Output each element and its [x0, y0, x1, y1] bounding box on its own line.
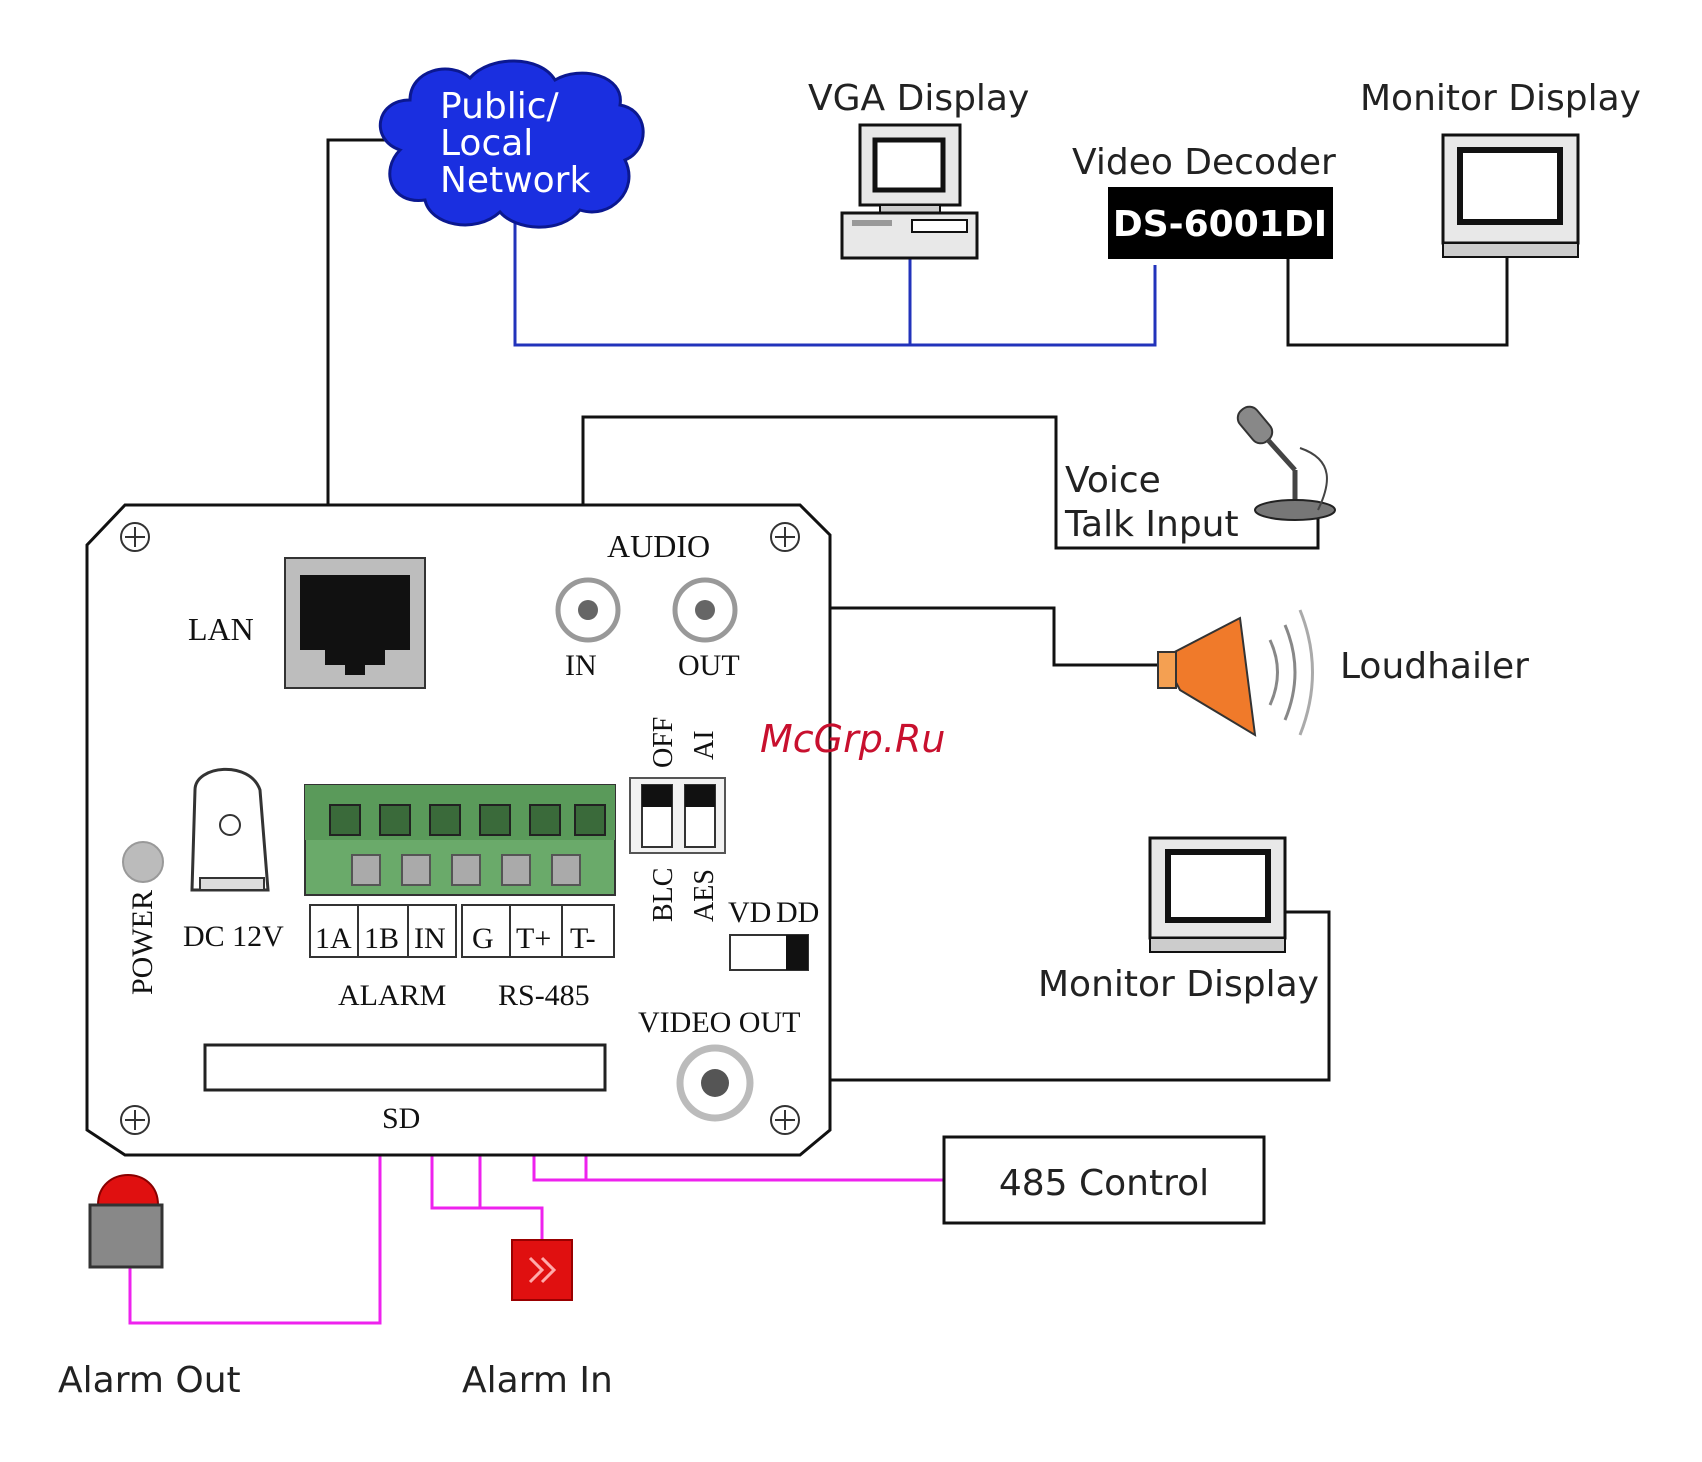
terminal-labels — [310, 905, 614, 957]
alarm-in-label: Alarm In — [462, 1360, 613, 1401]
audio-in-jack[interactable] — [558, 580, 618, 640]
rs485-group-label: RS-485 — [498, 979, 590, 1012]
terminal-in[interactable]: IN — [414, 922, 446, 955]
voice-label-2: Talk Input — [1064, 504, 1239, 545]
network-label-1: Public/ — [440, 86, 560, 127]
network-wires — [515, 205, 1155, 345]
vga-display-label: VGA Display — [808, 78, 1029, 119]
lan-label: LAN — [188, 611, 254, 647]
lan-port[interactable] — [285, 558, 425, 688]
vd-label: VD — [728, 896, 771, 929]
vga-display: VGA Display — [808, 78, 1029, 258]
voice-label-1: Voice — [1065, 460, 1161, 501]
terminal-g[interactable]: G — [472, 922, 494, 955]
decoder-model: DS-6001DI — [1113, 204, 1327, 245]
monitor-display-top: Monitor Display — [1360, 78, 1641, 257]
power-label: POWER — [126, 890, 159, 995]
audio-in-label: IN — [565, 649, 597, 682]
microphone-icon — [1234, 403, 1335, 520]
alarm-sensor-icon — [512, 1240, 572, 1300]
switch-off-label: OFF — [648, 717, 679, 768]
watermark: McGrp.Ru — [760, 717, 945, 761]
alarm-out: Alarm Out — [58, 1175, 241, 1401]
audio-out-label: OUT — [678, 649, 740, 682]
video-decoder: Video Decoder DS-6001DI — [1072, 142, 1336, 259]
switch-blc-label: BLC — [648, 868, 679, 922]
dc-label: DC 12V — [183, 920, 284, 953]
desktop-computer-icon — [842, 125, 977, 258]
terminal-t-plus[interactable]: T+ — [516, 922, 551, 955]
video-decoder-label: Video Decoder — [1072, 142, 1336, 183]
screw-icon — [121, 523, 149, 551]
network-label-3: Network — [440, 160, 590, 201]
video-out-jack[interactable] — [680, 1048, 750, 1118]
network-label-2: Local — [440, 123, 533, 164]
terminal-1a[interactable]: 1A — [315, 922, 352, 955]
terminal-1b[interactable]: 1B — [364, 922, 399, 955]
dip-switch[interactable] — [630, 778, 725, 853]
loudhailer-icon — [1158, 610, 1313, 735]
switch-aes-label: AES — [689, 869, 720, 922]
sd-label: SD — [382, 1102, 420, 1135]
monitor-display-right: Monitor Display — [1038, 838, 1319, 1005]
video-out-label: VIDEO OUT — [638, 1006, 800, 1039]
switch-ai-label: AI — [689, 730, 720, 760]
screw-icon — [771, 523, 799, 551]
siren-icon — [90, 1175, 162, 1267]
network-cloud: Public/ Local Network — [380, 61, 643, 227]
terminal-t-minus[interactable]: T- — [570, 922, 596, 955]
terminal-block — [305, 785, 615, 895]
audio-label: AUDIO — [607, 528, 710, 564]
vd-dd-switch[interactable] — [730, 935, 808, 970]
sd-slot[interactable] — [205, 1045, 605, 1090]
audio-out-jack[interactable] — [675, 580, 735, 640]
screw-icon — [771, 1106, 799, 1134]
dc-power-jack[interactable] — [192, 769, 268, 890]
loudhailer-label: Loudhailer — [1340, 646, 1529, 687]
loudhailer: Loudhailer — [1158, 610, 1529, 735]
alarm-group-label: ALARM — [338, 979, 446, 1012]
screw-icon — [121, 1106, 149, 1134]
voice-talk-input: Voice Talk Input — [1064, 403, 1335, 545]
rs485-control: 485 Control — [944, 1137, 1264, 1223]
monitor-icon — [1443, 135, 1578, 257]
power-led — [123, 842, 163, 882]
monitor-top-label: Monitor Display — [1360, 78, 1641, 119]
alarm-out-label: Alarm Out — [58, 1360, 241, 1401]
control-485-label: 485 Control — [999, 1163, 1209, 1204]
alarm-in: Alarm In — [462, 1240, 613, 1401]
camera-back-panel: LAN AUDIO IN OUT OFF AI BLC AES V — [87, 505, 830, 1155]
monitor-right-label: Monitor Display — [1038, 964, 1319, 1005]
dd-label: DD — [776, 896, 819, 929]
monitor-icon — [1150, 838, 1285, 952]
